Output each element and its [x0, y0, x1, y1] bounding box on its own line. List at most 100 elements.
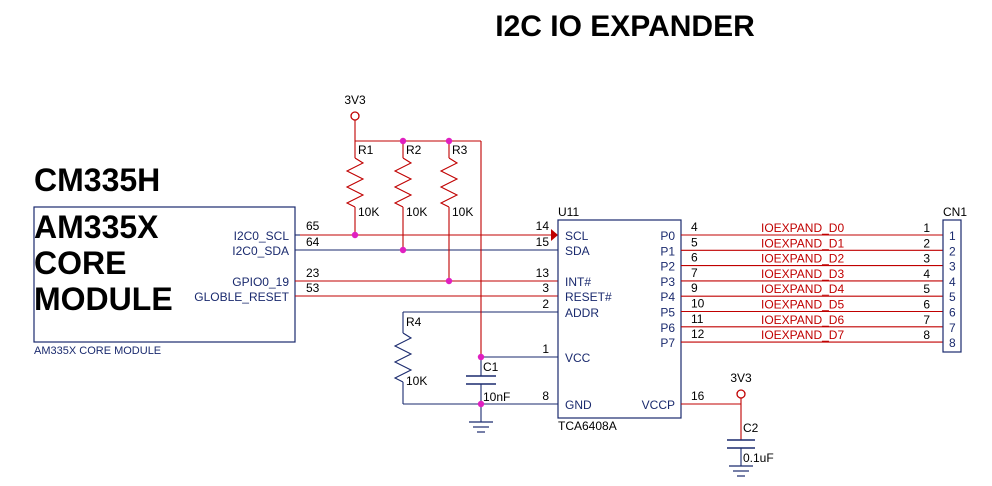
- module-label-line-1: AM335X: [34, 209, 159, 245]
- module-label-line-3: MODULE: [34, 281, 173, 317]
- power-label-3v3-top: 3V3: [344, 93, 366, 107]
- ic-pin-vcc: VCC: [565, 351, 591, 365]
- ic-left-pin-num-3: 3: [542, 281, 549, 295]
- ic-left-pin-num-2: 2: [542, 297, 549, 311]
- ic-pin-scl: SCL: [565, 229, 589, 243]
- net-label: IOEXPAND_D6: [761, 313, 844, 327]
- connector-pin-label: 1: [949, 229, 956, 243]
- connector-wire-pin-num: 6: [923, 298, 930, 312]
- net-label: IOEXPAND_D5: [761, 298, 844, 312]
- resistor-r2: [393, 157, 413, 208]
- ic-left-pin-num-14: 14: [536, 219, 550, 233]
- connector-ref: CN1: [943, 205, 967, 219]
- ic-right-pin-num: 6: [691, 251, 698, 265]
- junction-int: [445, 277, 453, 285]
- junction-sda: [399, 246, 407, 254]
- resistor-r4: [393, 332, 413, 383]
- ic-pin-p1: P1: [660, 244, 675, 258]
- connector-pin-label: 2: [949, 244, 956, 258]
- ic-pin-p7: P7: [660, 336, 675, 350]
- pullup-network: 3V3 R1 R2 R3 10K 10K 10K: [344, 93, 558, 358]
- module-pin-num-23: 23: [306, 266, 320, 280]
- resistor-r1-ref: R1: [358, 143, 374, 157]
- connector-wire-pin-num: 5: [923, 282, 930, 296]
- net-label: IOEXPAND_D3: [761, 267, 844, 281]
- ic-right-pin-num: 9: [691, 281, 698, 295]
- ic-pin-reset: RESET#: [565, 290, 612, 304]
- net-label: IOEXPAND_D2: [761, 252, 844, 266]
- ic-body: [557, 219, 682, 419]
- ic-left-pin-num-13: 13: [536, 266, 550, 280]
- resistor-r1-value: 10K: [358, 205, 379, 219]
- ic-right-pin-num: 10: [691, 297, 705, 311]
- net-label: IOEXPAND_D4: [761, 282, 844, 296]
- connector-pin-label: 7: [949, 321, 956, 335]
- resistor-r2-ref: R2: [406, 143, 422, 157]
- core-module-box: [33, 206, 296, 343]
- capacitor-c1-ref: C1: [483, 360, 499, 374]
- ic-pin-int: INT#: [565, 275, 591, 289]
- ic-ref: U11: [558, 205, 579, 219]
- ground-symbol-right: [729, 465, 753, 477]
- ic-right-pin-num: 11: [691, 312, 704, 326]
- module-label-line-2: CORE: [34, 245, 126, 281]
- net-label: IOEXPAND_D0: [761, 221, 844, 235]
- module-pin-name-gpio: GPIO0_19: [232, 275, 289, 289]
- resistor-r3-value: 10K: [452, 205, 473, 219]
- power-symbol-right: [736, 389, 746, 399]
- module-pin-num-64: 64: [306, 235, 320, 249]
- ic-pin-p0: P0: [660, 229, 675, 243]
- ic-right-pin-num: 7: [691, 266, 698, 280]
- resistor-r2-value: 10K: [406, 205, 427, 219]
- power-label-3v3-right: 3V3: [730, 371, 752, 385]
- capacitor-c2-ref: C2: [743, 421, 759, 435]
- module-pin-name-scl: I2C0_SCL: [234, 229, 290, 243]
- resistor-r1: [345, 157, 365, 208]
- ic-part: TCA6408A: [558, 419, 617, 433]
- module-caption: AM335X CORE MODULE: [34, 345, 161, 357]
- ic-u11: U11 TCA6408A 14 15 13 3 2 1 8 SCL SDA IN…: [536, 205, 705, 433]
- ic-pin-num-16: 16: [691, 389, 705, 403]
- power-symbol-top: [350, 111, 360, 121]
- connector-wire-pin-num: 3: [923, 252, 930, 266]
- ic-left-pin-num-1: 1: [542, 342, 549, 356]
- connector-pin-label: 6: [949, 306, 956, 320]
- connector-body: [942, 219, 962, 353]
- addr-and-decoupling: R4 10K C1 10nF: [393, 312, 558, 433]
- signal-wires: [295, 229, 558, 313]
- junction-vcc: [477, 353, 485, 361]
- connector-wire-pin-num: 8: [923, 328, 930, 342]
- junction-rail-r3: [445, 137, 453, 145]
- module-pin-num-53: 53: [306, 281, 320, 295]
- module-pin-name-sda: I2C0_SDA: [232, 244, 289, 258]
- ic-pin-addr: ADDR: [565, 306, 599, 320]
- ic-pin-sda: SDA: [565, 244, 590, 258]
- connector-wire-pin-num: 7: [923, 313, 930, 327]
- ic-left-pin-num-15: 15: [536, 235, 550, 249]
- page-title: I2C IO EXPANDER: [495, 10, 755, 43]
- connector-pin-label: 5: [949, 290, 956, 304]
- resistor-r4-ref: R4: [406, 315, 422, 329]
- ground-symbol-left: [469, 421, 493, 433]
- ic-right-pin-num: 4: [691, 220, 698, 234]
- resistor-r4-value: 10K: [406, 374, 427, 388]
- ic-pin-p4: P4: [660, 290, 675, 304]
- ic-pin-p2: P2: [660, 260, 675, 274]
- ic-pin-p6: P6: [660, 321, 675, 335]
- ic-right-pin-num: 5: [691, 235, 698, 249]
- connector-pin-label: 8: [949, 336, 956, 350]
- module-pin-num-65: 65: [306, 219, 320, 233]
- connector-pin-label: 3: [949, 260, 956, 274]
- ic-pin-p3: P3: [660, 275, 675, 289]
- net-label: IOEXPAND_D1: [761, 236, 844, 250]
- capacitor-c1-value: 10nF: [483, 390, 510, 404]
- module-pin-name-reset: GLOBLE_RESET: [194, 290, 289, 304]
- ic-left-pin-num-8: 8: [542, 389, 549, 403]
- connector-wire-pin-num: 1: [923, 221, 930, 235]
- net-label: IOEXPAND_D7: [761, 328, 844, 342]
- module-heading: CM335H: [34, 162, 160, 198]
- resistor-r3-ref: R3: [452, 143, 468, 157]
- ic-pin-vccp: VCCP: [642, 398, 675, 412]
